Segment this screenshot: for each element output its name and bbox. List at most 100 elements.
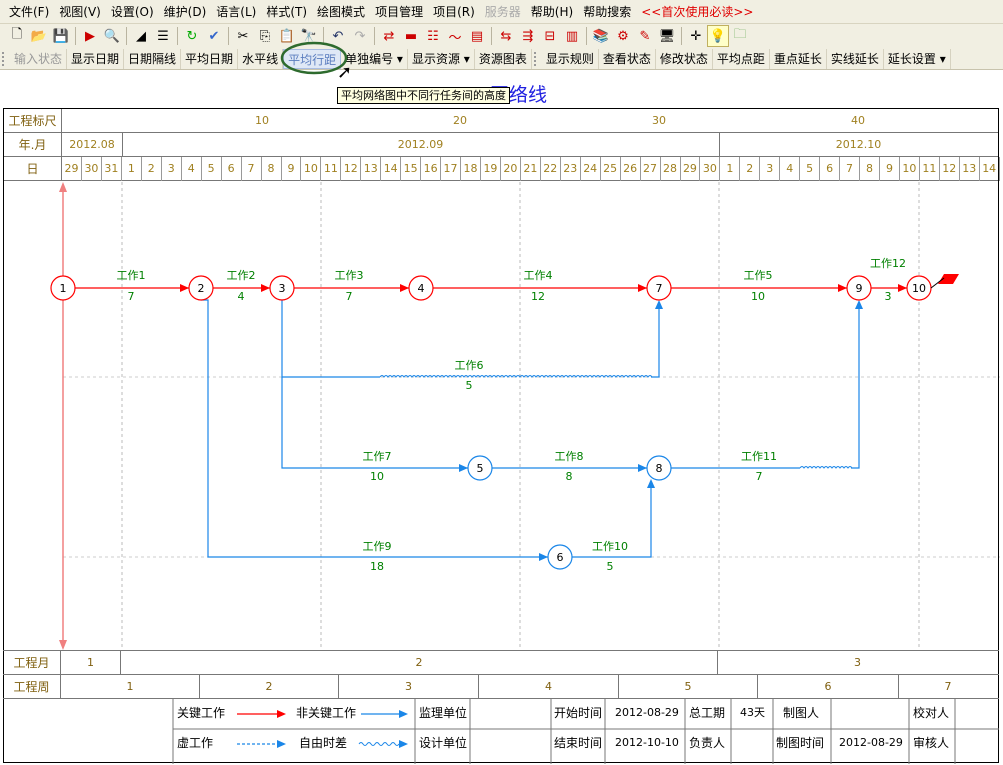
day-cell: 12 bbox=[341, 157, 362, 181]
day-cell: 29 bbox=[680, 157, 701, 181]
supervisor-label: 监理单位 bbox=[419, 706, 468, 720]
day-cell: 19 bbox=[481, 157, 501, 181]
undo-icon[interactable]: ↶ bbox=[332, 28, 344, 44]
draw-time-label: 制图时间 bbox=[776, 736, 825, 750]
day-cell: 3 bbox=[162, 157, 182, 181]
day-cell: 7 bbox=[242, 157, 262, 181]
stack-icon[interactable]: ▤ bbox=[470, 28, 484, 44]
date-separator-button[interactable]: 日期隔线 bbox=[124, 48, 182, 69]
list-icon[interactable]: ☷ bbox=[427, 28, 439, 44]
bar-icon[interactable]: ▬ bbox=[404, 28, 418, 44]
toolbar-grip[interactable] bbox=[2, 51, 6, 66]
resource-chart-button[interactable]: 资源图表 bbox=[475, 48, 532, 69]
menu-language[interactable]: 语言(L) bbox=[216, 4, 257, 19]
day-cell: 4 bbox=[182, 157, 202, 181]
node-label: 3 bbox=[279, 282, 286, 295]
crosshair-icon[interactable]: ✛ bbox=[690, 28, 702, 44]
paste-icon[interactable]: 📋 bbox=[278, 28, 296, 44]
export-icon[interactable]: ▶ bbox=[85, 28, 95, 44]
show-date-button[interactable]: 显示日期 bbox=[67, 48, 125, 69]
day-cell: 6 bbox=[820, 157, 841, 181]
resource-icon[interactable]: ⚙ bbox=[617, 28, 629, 44]
solid-extend-button[interactable]: 实线延长 bbox=[827, 48, 884, 69]
input-state-button[interactable]: 输入状态 bbox=[10, 48, 68, 69]
align-icon[interactable]: ☰ bbox=[157, 28, 169, 44]
separator bbox=[323, 27, 324, 45]
copy-icon[interactable]: ⎘ bbox=[259, 28, 271, 44]
gantt-icon[interactable]: ⊟ bbox=[544, 28, 556, 44]
books-icon[interactable]: 📚 bbox=[592, 28, 610, 44]
day-cell: 5 bbox=[202, 157, 222, 181]
legend-grid bbox=[172, 699, 999, 764]
curve-icon[interactable]: 〜 bbox=[448, 30, 462, 46]
menu-draw-mode[interactable]: 绘图模式 bbox=[317, 4, 366, 19]
average-point-spacing-button[interactable]: 平均点距 bbox=[713, 48, 770, 69]
noncritical-arrow bbox=[281, 377, 468, 469]
redo-icon[interactable]: ↷ bbox=[354, 28, 366, 44]
project-week-cell: 2 bbox=[200, 675, 339, 699]
edit-icon[interactable]: ✎ bbox=[639, 28, 651, 44]
save-icon[interactable]: 💾 bbox=[52, 28, 70, 44]
timeline-icon[interactable]: ⇶ bbox=[522, 28, 534, 44]
menu-maintain[interactable]: 维护(D) bbox=[163, 4, 207, 19]
show-resource-button[interactable]: 显示资源 ▾ bbox=[408, 48, 475, 69]
modify-state-button[interactable]: 修改状态 bbox=[656, 48, 713, 69]
network-icon[interactable]: ⇄ bbox=[383, 28, 395, 44]
menu-file[interactable]: 文件(F) bbox=[9, 4, 50, 19]
refresh-icon[interactable]: ↻ bbox=[186, 28, 198, 44]
triangle-tool-icon[interactable]: ◢ bbox=[136, 28, 146, 44]
noncritical-arrow bbox=[281, 300, 380, 378]
scale-tick: 40 bbox=[851, 114, 865, 127]
axis-arrow bbox=[59, 640, 67, 650]
day-cell: 31 bbox=[102, 157, 122, 181]
arrowhead bbox=[638, 464, 647, 472]
single-number-button[interactable]: 单独编号 ▾ bbox=[341, 48, 408, 69]
cut-icon[interactable]: ✂ bbox=[237, 28, 249, 44]
day-cell: 26 bbox=[621, 157, 641, 181]
key-extend-button[interactable]: 重点延长 bbox=[770, 48, 827, 69]
view-state-button[interactable]: 查看状态 bbox=[599, 48, 656, 69]
start-time-label: 开始时间 bbox=[554, 706, 603, 720]
menu-style[interactable]: 样式(T) bbox=[266, 4, 308, 19]
day-cell: 5 bbox=[800, 157, 821, 181]
monitor-icon[interactable]: 🖥 bbox=[658, 28, 676, 44]
average-row-spacing-button[interactable]: 平均行距 bbox=[283, 48, 342, 69]
arrowhead bbox=[647, 479, 655, 488]
find-icon[interactable]: 🔭 bbox=[300, 28, 318, 44]
menu-settings[interactable]: 设置(O) bbox=[110, 4, 154, 19]
show-rules-button[interactable]: 显示规则 bbox=[542, 48, 599, 69]
scale-tick: 10 bbox=[255, 114, 269, 127]
open-folder-icon[interactable]: 📂 bbox=[30, 28, 48, 44]
menu-help-search[interactable]: 帮助搜索 bbox=[583, 4, 632, 19]
toolbar-grip[interactable] bbox=[533, 51, 538, 66]
day-cell: 18 bbox=[461, 157, 481, 181]
node-circle bbox=[646, 275, 672, 301]
schedule-icon[interactable]: ⇆ bbox=[500, 28, 512, 44]
menu-server[interactable]: 服务器 bbox=[484, 4, 521, 19]
print-preview-icon[interactable]: 🔍 bbox=[103, 28, 121, 44]
menu-project-manage[interactable]: 项目管理 bbox=[375, 4, 424, 19]
flag-pole bbox=[930, 277, 945, 289]
menu-first-use[interactable]: <<首次使用必读>> bbox=[641, 4, 754, 19]
menu-project[interactable]: 项目(R) bbox=[433, 4, 475, 19]
extend-settings-button[interactable]: 延长设置 ▾ bbox=[884, 48, 951, 69]
drawer-label: 制图人 bbox=[783, 706, 820, 720]
menu-view[interactable]: 视图(V) bbox=[59, 4, 101, 19]
scale-tick: 30 bbox=[652, 114, 666, 127]
arrowhead bbox=[400, 284, 409, 292]
noncritical-arrow bbox=[201, 299, 548, 558]
horizontal-line-button[interactable]: 水平线 bbox=[238, 48, 284, 69]
menu-help[interactable]: 帮助(H) bbox=[530, 4, 574, 19]
new-file-icon[interactable]: 🗋 bbox=[11, 27, 23, 42]
extend-settings-label: 延长设置 bbox=[887, 51, 936, 66]
task-name: 工作2 bbox=[227, 269, 256, 282]
lightbulb-icon[interactable]: 💡 bbox=[707, 25, 729, 47]
chart-icon[interactable]: ▥ bbox=[565, 28, 579, 44]
day-cell: 13 bbox=[960, 157, 980, 181]
task-duration: 5 bbox=[607, 560, 614, 573]
folder-icon[interactable]: 🗀 bbox=[733, 27, 747, 42]
arrowhead bbox=[180, 284, 189, 292]
check-icon[interactable]: ✔ bbox=[208, 28, 220, 44]
year-month-row: 年.月 2012.08 2012.09 2012.10 bbox=[4, 133, 998, 157]
average-date-button[interactable]: 平均日期 bbox=[181, 48, 239, 69]
